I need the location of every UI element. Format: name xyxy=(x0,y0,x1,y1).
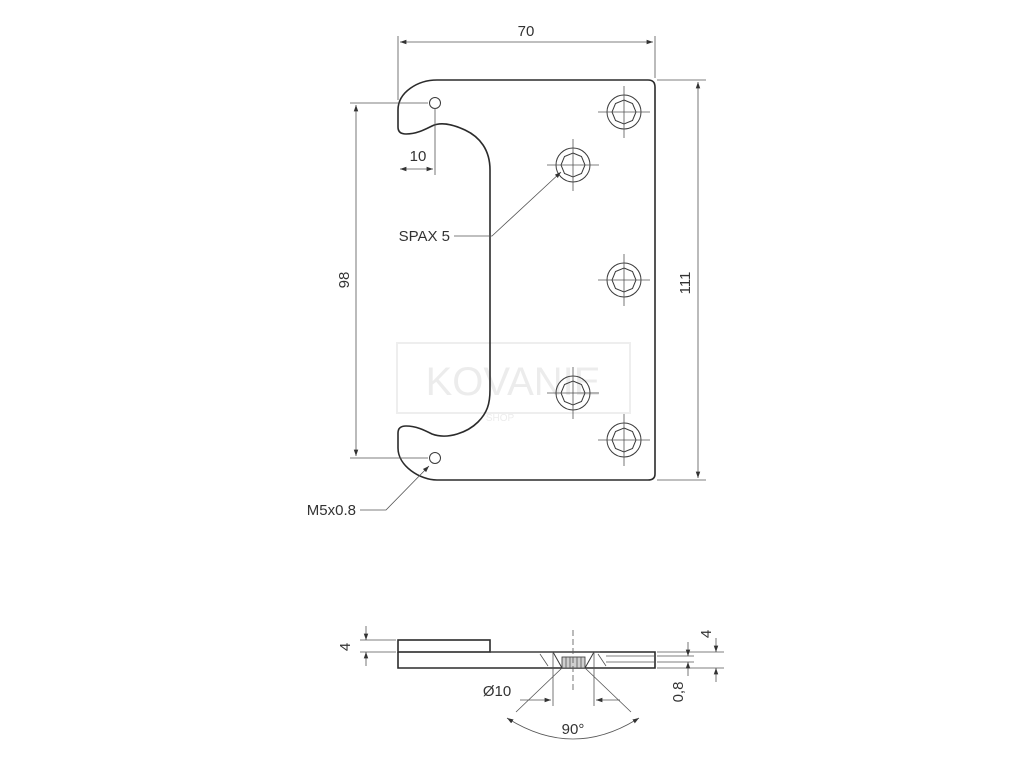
callout-thread-label: M5x0.8 xyxy=(307,502,356,519)
dimension-hole-spacing: 98 xyxy=(336,102,428,459)
plan-view: 70 111 98 10 SPAX 5 xyxy=(307,23,706,519)
dimension-thickness-left: 4 xyxy=(337,626,396,666)
screw-hole-3 xyxy=(598,254,650,306)
screw-hole-5 xyxy=(598,414,650,466)
dim-angle-label: 90° xyxy=(562,721,585,738)
callout-thread: M5x0.8 xyxy=(307,465,430,519)
dimension-height: 111 xyxy=(657,79,706,481)
dimension-countersink-angle: 90° xyxy=(506,667,640,740)
screw-hole-1 xyxy=(598,86,650,138)
countersink xyxy=(552,630,595,690)
dim-spacing-label: 98 xyxy=(336,272,353,289)
screw-holes xyxy=(547,86,650,466)
dim-width-label: 70 xyxy=(518,23,535,40)
plate-outline xyxy=(397,79,656,481)
dim-thickness-left-label: 4 xyxy=(337,643,354,651)
screw-hole-4 xyxy=(547,367,599,419)
dim-recess-depth-label: 0,8 xyxy=(670,682,687,703)
thread-hole-top xyxy=(429,97,441,109)
dim-offset-label: 10 xyxy=(410,148,427,165)
watermark-sub: SHOP xyxy=(486,413,515,424)
side-plate-body xyxy=(397,651,656,669)
dim-thickness-right-label: 4 xyxy=(698,630,715,638)
dim-diameter-label: Ø10 xyxy=(483,683,511,700)
dimension-width: 70 xyxy=(397,23,656,100)
callout-screw-label: SPAX 5 xyxy=(399,228,450,245)
watermark: KOVANIE SHOP xyxy=(396,342,631,424)
thread-hole-bottom xyxy=(429,452,441,464)
screw-hole-2 xyxy=(547,139,599,191)
section-hatch xyxy=(490,651,655,667)
dimension-countersink-diameter: Ø10 xyxy=(483,652,620,706)
side-upper-flange xyxy=(397,639,491,653)
dimension-hole-offset: 10 xyxy=(400,108,436,175)
dim-height-label: 111 xyxy=(677,272,694,295)
dimension-recess-depth: 0,8 xyxy=(657,642,694,702)
dimension-thickness-right: 4 xyxy=(657,630,724,682)
callout-screw: SPAX 5 xyxy=(399,171,562,245)
side-view: 4 4 0,8 Ø10 xyxy=(337,626,724,740)
